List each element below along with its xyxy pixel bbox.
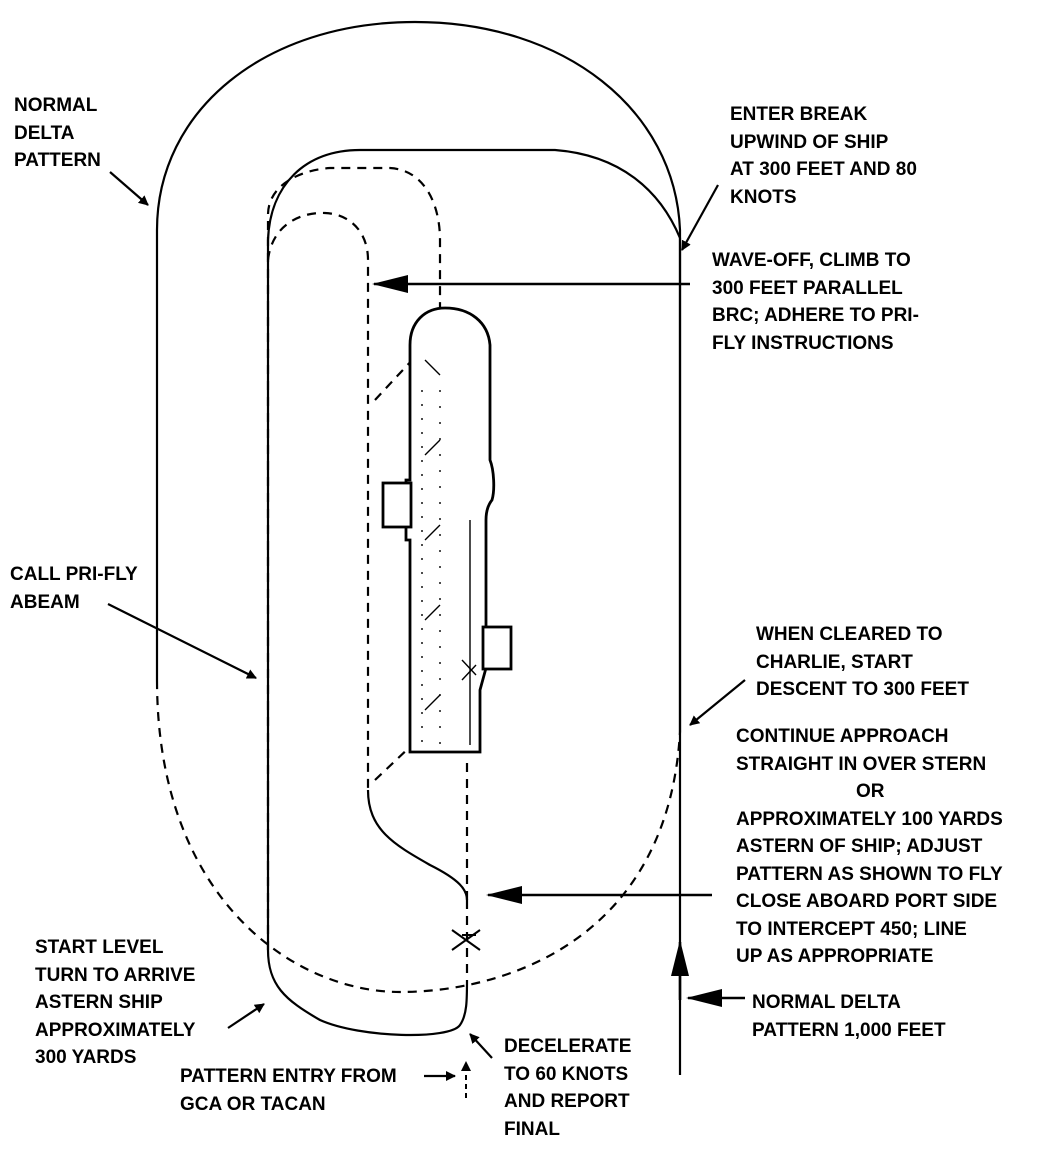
label-line: ASTERN OF SHIP; ADJUST xyxy=(736,836,983,857)
label-line: KNOTS xyxy=(730,186,797,208)
label-pattern-entry: PATTERN ENTRY FROM GCA OR TACAN xyxy=(180,1063,397,1118)
call-prifly-arrow xyxy=(107,603,257,679)
label-line: UP AS APPROPRIATE xyxy=(736,946,934,967)
label-line: STRAIGHT IN OVER STERN xyxy=(736,753,987,775)
label-enter-break: ENTER BREAK UPWIND OF SHIP AT 300 FEET A… xyxy=(730,101,917,211)
label-line: CHARLIE, START xyxy=(756,651,913,673)
label-line: APPROXIMATELY xyxy=(35,1019,196,1041)
label-line: DESCENT TO 300 FEET xyxy=(756,679,969,700)
label-line: OR xyxy=(856,781,885,802)
when-cleared-arrow xyxy=(689,679,746,726)
label-line: GCA OR TACAN xyxy=(180,1093,326,1115)
label-line: 300 FEET PARALLEL xyxy=(712,277,903,299)
outer-delta-pattern xyxy=(155,20,682,994)
label-line: APPROXIMATELY 100 YARDS xyxy=(736,808,1003,830)
approach-curve xyxy=(366,789,469,901)
inner-break-pattern xyxy=(266,148,682,1075)
label-normal-delta-1000: NORMAL DELTA PATTERN 1,000 FEET xyxy=(752,989,946,1044)
label-line: FLY INSTRUCTIONS xyxy=(712,332,894,354)
label-line: WHEN CLEARED TO xyxy=(756,624,943,645)
label-line: ABEAM xyxy=(10,591,80,613)
label-line: ENTER BREAK xyxy=(730,104,868,125)
label-line: NORMAL DELTA xyxy=(752,992,901,1013)
normal-delta-label-arrow xyxy=(109,171,149,206)
label-line: ASTERN SHIP xyxy=(35,992,163,1013)
inner-loop-dashed xyxy=(266,211,370,790)
carrier-sponson-port xyxy=(381,481,413,529)
label-start-level-turn: START LEVEL TURN TO ARRIVE ASTERN SHIP A… xyxy=(35,934,195,1072)
carrier-island xyxy=(481,625,513,671)
label-line: 300 YARDS xyxy=(35,1047,137,1068)
label-wave-off: WAVE-OFF, CLIMB TO 300 FEET PARALLEL BRC… xyxy=(712,247,919,357)
final-approach-ticks xyxy=(451,929,481,951)
label-line: TO INTERCEPT 450; LINE xyxy=(736,918,967,940)
label-line: WAVE-OFF, CLIMB TO xyxy=(712,250,911,271)
label-line: START LEVEL xyxy=(35,937,164,958)
deck-markings xyxy=(421,359,477,745)
label-line: FINAL xyxy=(504,1118,560,1140)
aircraft-carrier xyxy=(381,306,513,754)
label-line: TO 60 KNOTS xyxy=(504,1063,629,1085)
label-line: CALL PRI-FLY xyxy=(10,564,138,585)
label-line: NORMAL xyxy=(14,95,98,116)
label-continue-approach: CONTINUE APPROACH STRAIGHT IN OVER STERN… xyxy=(736,723,1003,971)
decelerate-arrow xyxy=(469,1033,493,1059)
label-line: CONTINUE APPROACH xyxy=(736,726,949,747)
outer-pattern-dashed xyxy=(155,679,682,994)
label-decelerate: DECELERATE TO 60 KNOTS AND REPORT FINAL xyxy=(504,1033,631,1143)
outer-pattern-solid xyxy=(155,20,682,732)
label-when-cleared: WHEN CLEARED TO CHARLIE, START DESCENT T… xyxy=(756,621,969,704)
label-line: PATTERN ENTRY FROM xyxy=(180,1066,397,1087)
label-line: PATTERN AS SHOWN TO FLY xyxy=(736,863,1003,885)
label-line: DECELERATE xyxy=(504,1036,632,1057)
label-line: DELTA xyxy=(14,122,75,144)
start-level-turn-arrow xyxy=(227,1003,265,1029)
inner-pattern-solid xyxy=(266,148,682,1075)
inner-pattern-dashed xyxy=(266,166,442,950)
enter-break-arrow xyxy=(681,184,719,251)
label-line: PATTERN 1,000 FEET xyxy=(752,1019,946,1041)
label-line: CLOSE ABOARD PORT SIDE xyxy=(736,891,998,912)
label-normal-delta-pattern: NORMAL DELTA PATTERN xyxy=(14,92,101,175)
label-line: UPWIND OF SHIP xyxy=(730,131,889,153)
label-call-prifly: CALL PRI-FLY ABEAM xyxy=(10,561,138,616)
label-line: AND REPORT xyxy=(504,1091,630,1112)
label-line: PATTERN xyxy=(14,150,101,171)
label-line: BRC; ADHERE TO PRI- xyxy=(712,305,919,326)
label-line: AT 300 FEET AND 80 xyxy=(730,159,917,180)
label-line: TURN TO ARRIVE xyxy=(35,964,196,986)
